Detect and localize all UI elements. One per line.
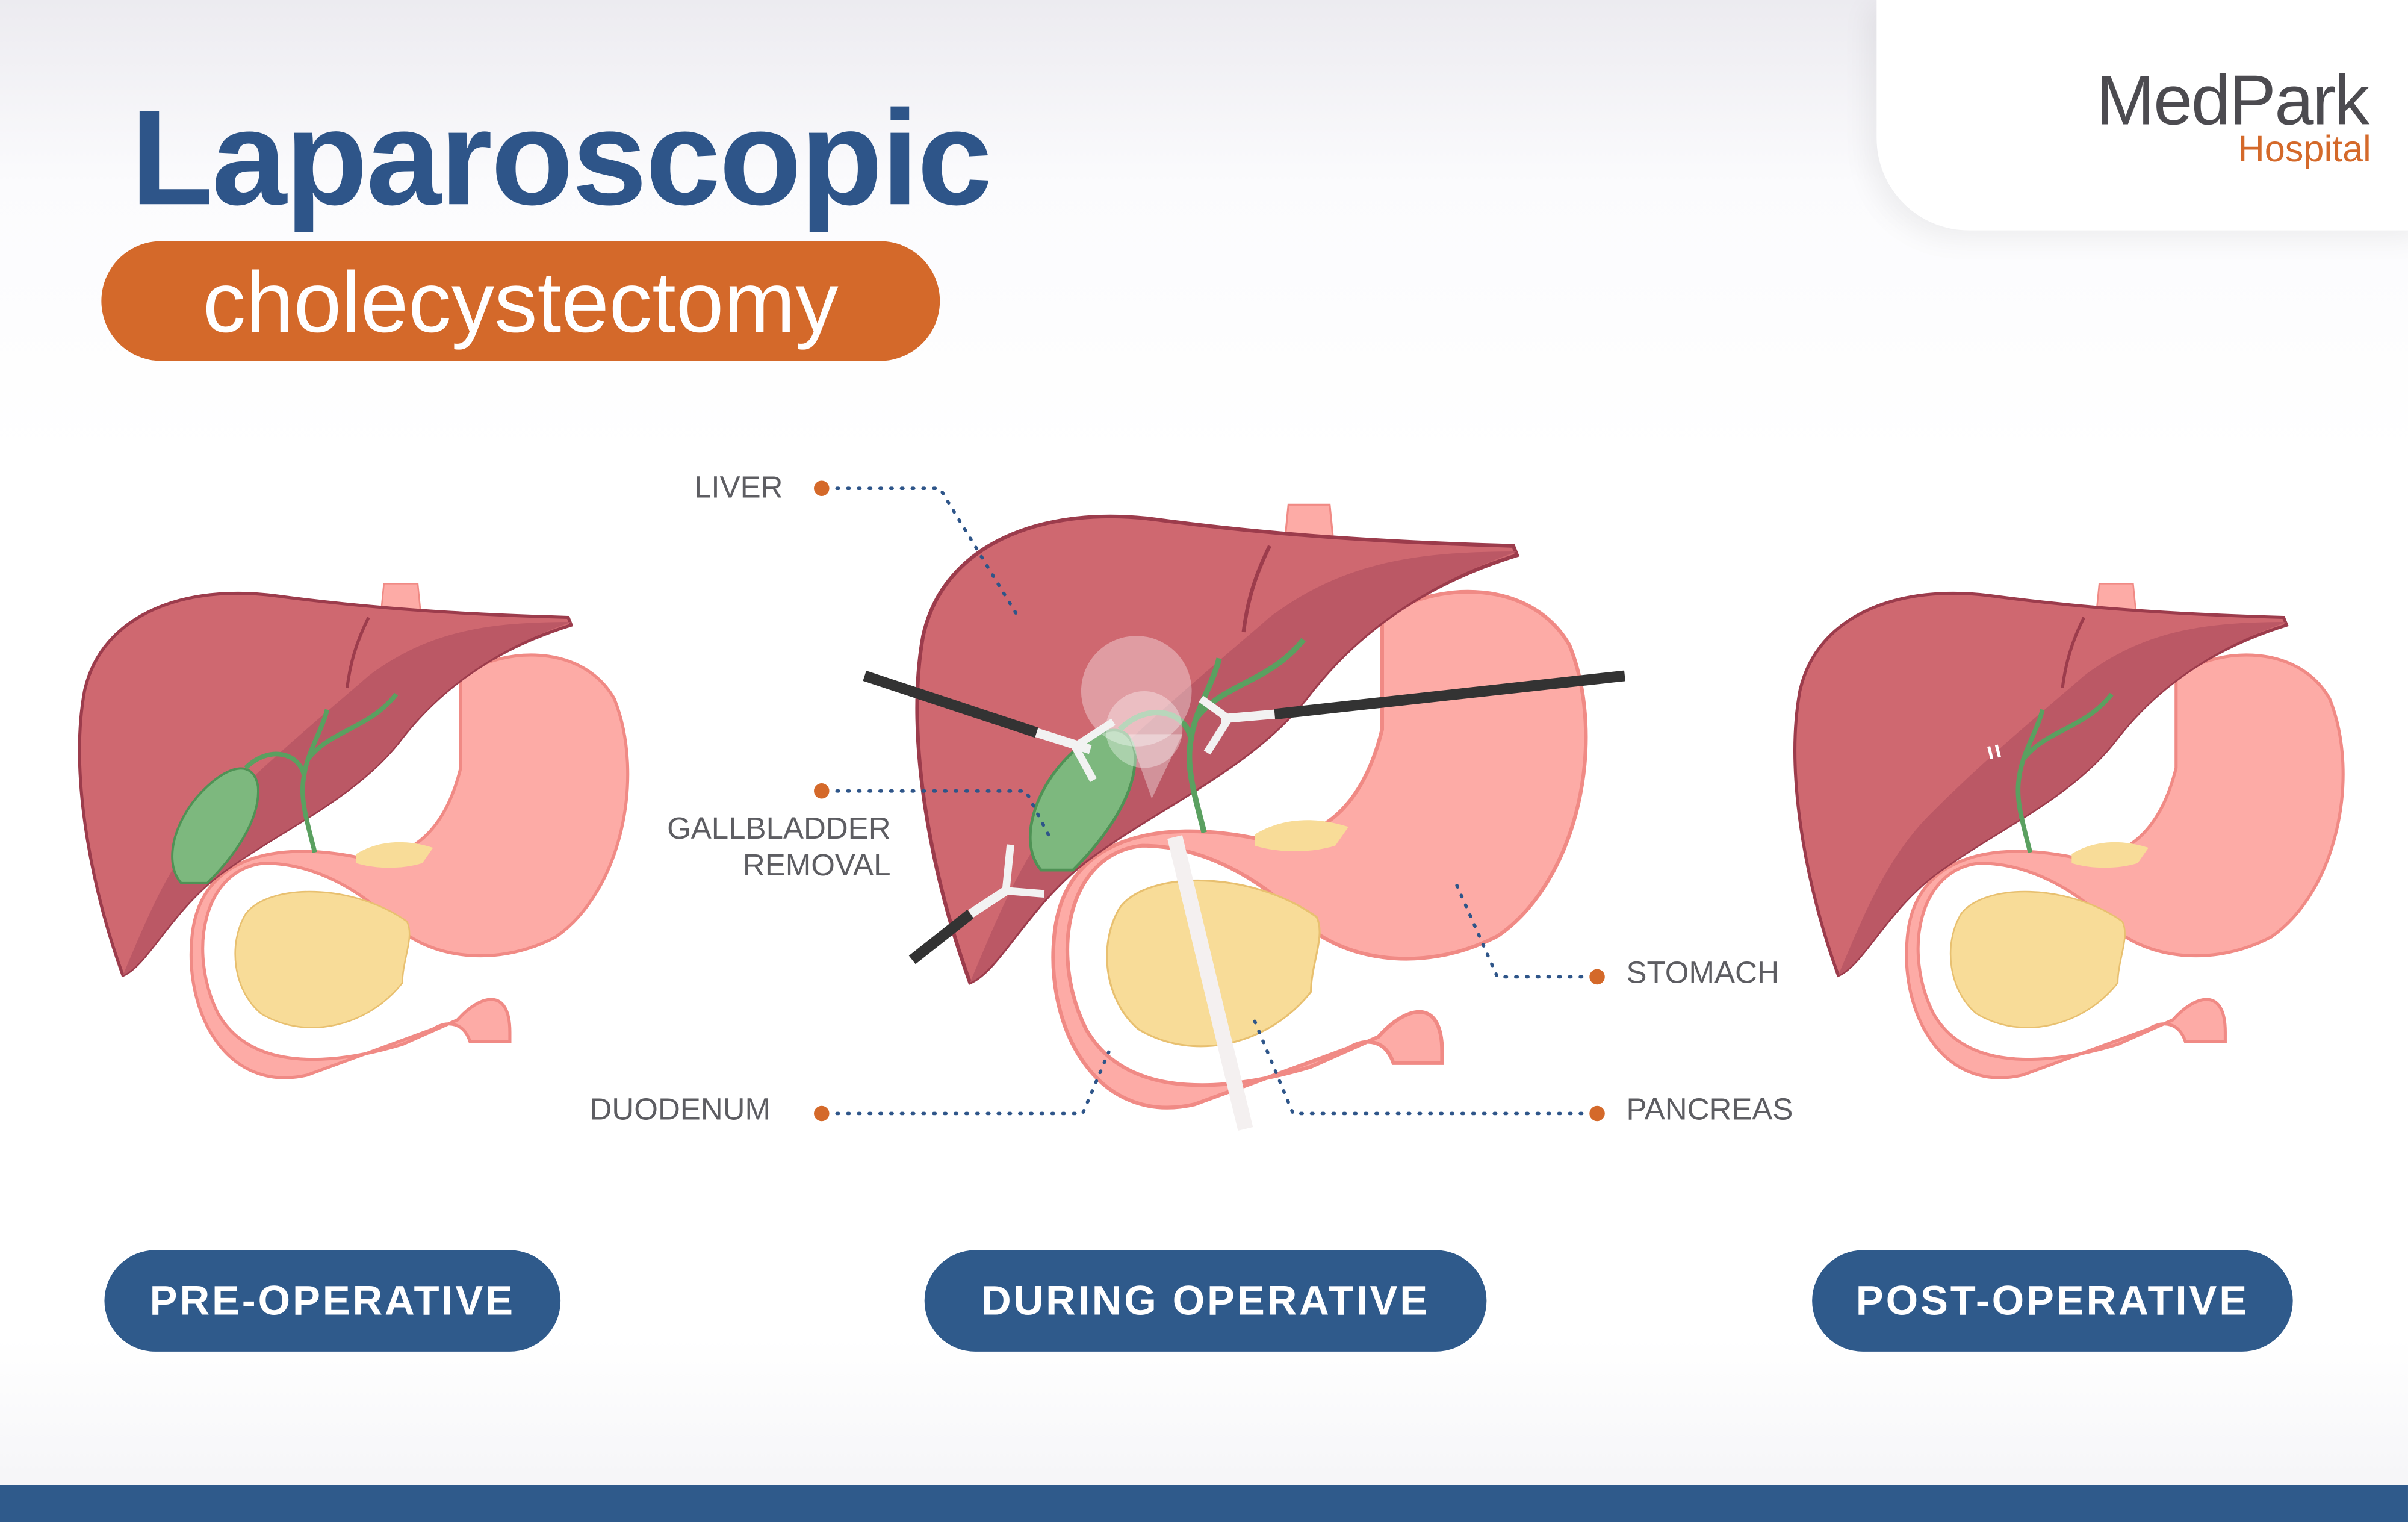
label-leaders [835, 486, 1584, 1116]
label-pancreas: PANCREAS [1626, 1093, 1793, 1128]
label-duodenum: DUODENUM [589, 1093, 771, 1128]
label-gallbladder: GALLBLADDER REMOVAL [667, 811, 890, 884]
page-subtitle: cholecystectomy [202, 252, 839, 350]
page-title: Laparoscopic [130, 81, 993, 234]
subtitle-pill: cholecystectomy [101, 241, 940, 361]
logo-brand: MedPark [2096, 60, 2369, 140]
logo-card: MedPark Hospital [1876, 0, 2408, 231]
label-dots [814, 480, 1605, 1122]
label-stomach: STOMACH [1626, 957, 1780, 991]
post-operative-illustration [1795, 583, 2344, 1078]
logo-sub: Hospital [2238, 129, 2371, 171]
bottom-bar [0, 1485, 2408, 1522]
stage-post-operative: POST-OPERATIVE [1812, 1250, 2293, 1352]
pre-operative-illustration [79, 583, 628, 1078]
during-operative-illustration [917, 505, 1586, 1107]
laparoscopic-instruments [863, 636, 1625, 1131]
label-gallbladder-line1: GALLBLADDER [667, 812, 891, 846]
label-gallbladder-line2: REMOVAL [742, 849, 891, 883]
stage-pre-operative: PRE-OPERATIVE [104, 1250, 561, 1352]
stage-during-operative: DURING OPERATIVE [924, 1250, 1487, 1352]
label-liver: LIVER [694, 471, 783, 506]
